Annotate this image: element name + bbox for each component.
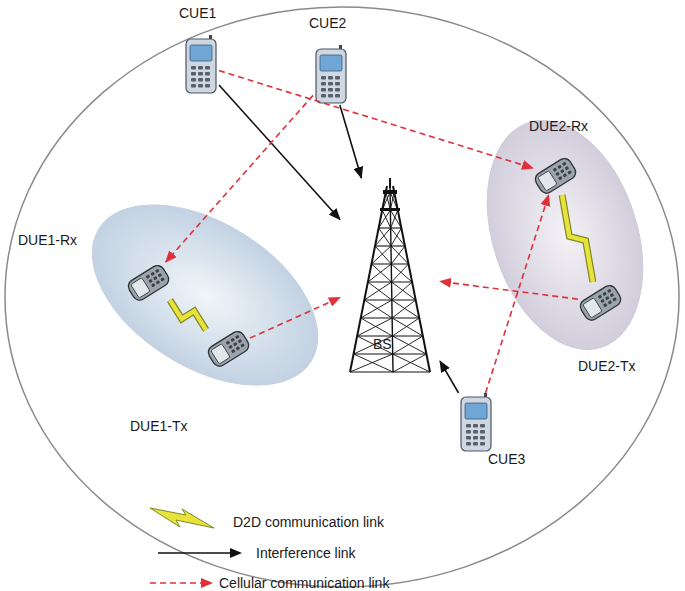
cellular-dashed-arrow (440, 281, 578, 299)
d2d-phone-icon (126, 262, 170, 302)
cell-boundary (5, 7, 679, 587)
user-equipment: CUE2 (313, 45, 349, 105)
d2d-phone-icon (206, 328, 250, 368)
legend-text: Interference link (256, 545, 356, 561)
user-equipment: DUE2-Tx (578, 282, 622, 322)
legend-bolt-sample (150, 508, 214, 528)
legend-text: Cellular communication link (219, 575, 389, 591)
user-equipment: DUE1-Tx (206, 328, 250, 368)
node-label: DUE2-Rx (529, 118, 588, 134)
node-label: CUE2 (309, 15, 346, 31)
phone-icon (183, 35, 219, 95)
cellular-dashed-arrow (250, 298, 340, 339)
node-label: CUE1 (179, 5, 216, 21)
base-station: BS (340, 178, 440, 372)
legend-text: D2D communication link (233, 514, 384, 530)
phone-icon (458, 393, 494, 453)
node-label: BS (373, 336, 392, 352)
node-label: DUE2-Tx (578, 358, 636, 374)
cellular-dashed-arrow (166, 95, 313, 262)
d2d-phone-icon (533, 155, 577, 195)
d2d-phone-icon (578, 282, 622, 322)
node-label: CUE3 (488, 451, 525, 467)
interference-arrow (340, 105, 362, 178)
cellular-dashed-arrow (486, 195, 549, 393)
interference-arrow (219, 85, 340, 219)
user-equipment: CUE3 (458, 393, 494, 453)
legend-red-dashed-sample (150, 578, 213, 588)
node-label: DUE1-Tx (130, 418, 188, 434)
legend-black-arrow-sample (158, 548, 242, 558)
d2d-pair-zone (61, 168, 349, 423)
interference-arrow (440, 361, 459, 393)
cellular-dashed-arrow (219, 71, 533, 169)
user-equipment: DUE1-Rx (126, 262, 170, 302)
node-label: DUE1-Rx (18, 232, 77, 248)
d2d-link (170, 300, 206, 330)
d2d-link (562, 195, 593, 282)
phone-icon (313, 45, 349, 105)
user-equipment: DUE2-Rx (533, 155, 577, 195)
d2d-pair-zone (460, 101, 670, 370)
user-equipment: CUE1 (183, 35, 219, 95)
